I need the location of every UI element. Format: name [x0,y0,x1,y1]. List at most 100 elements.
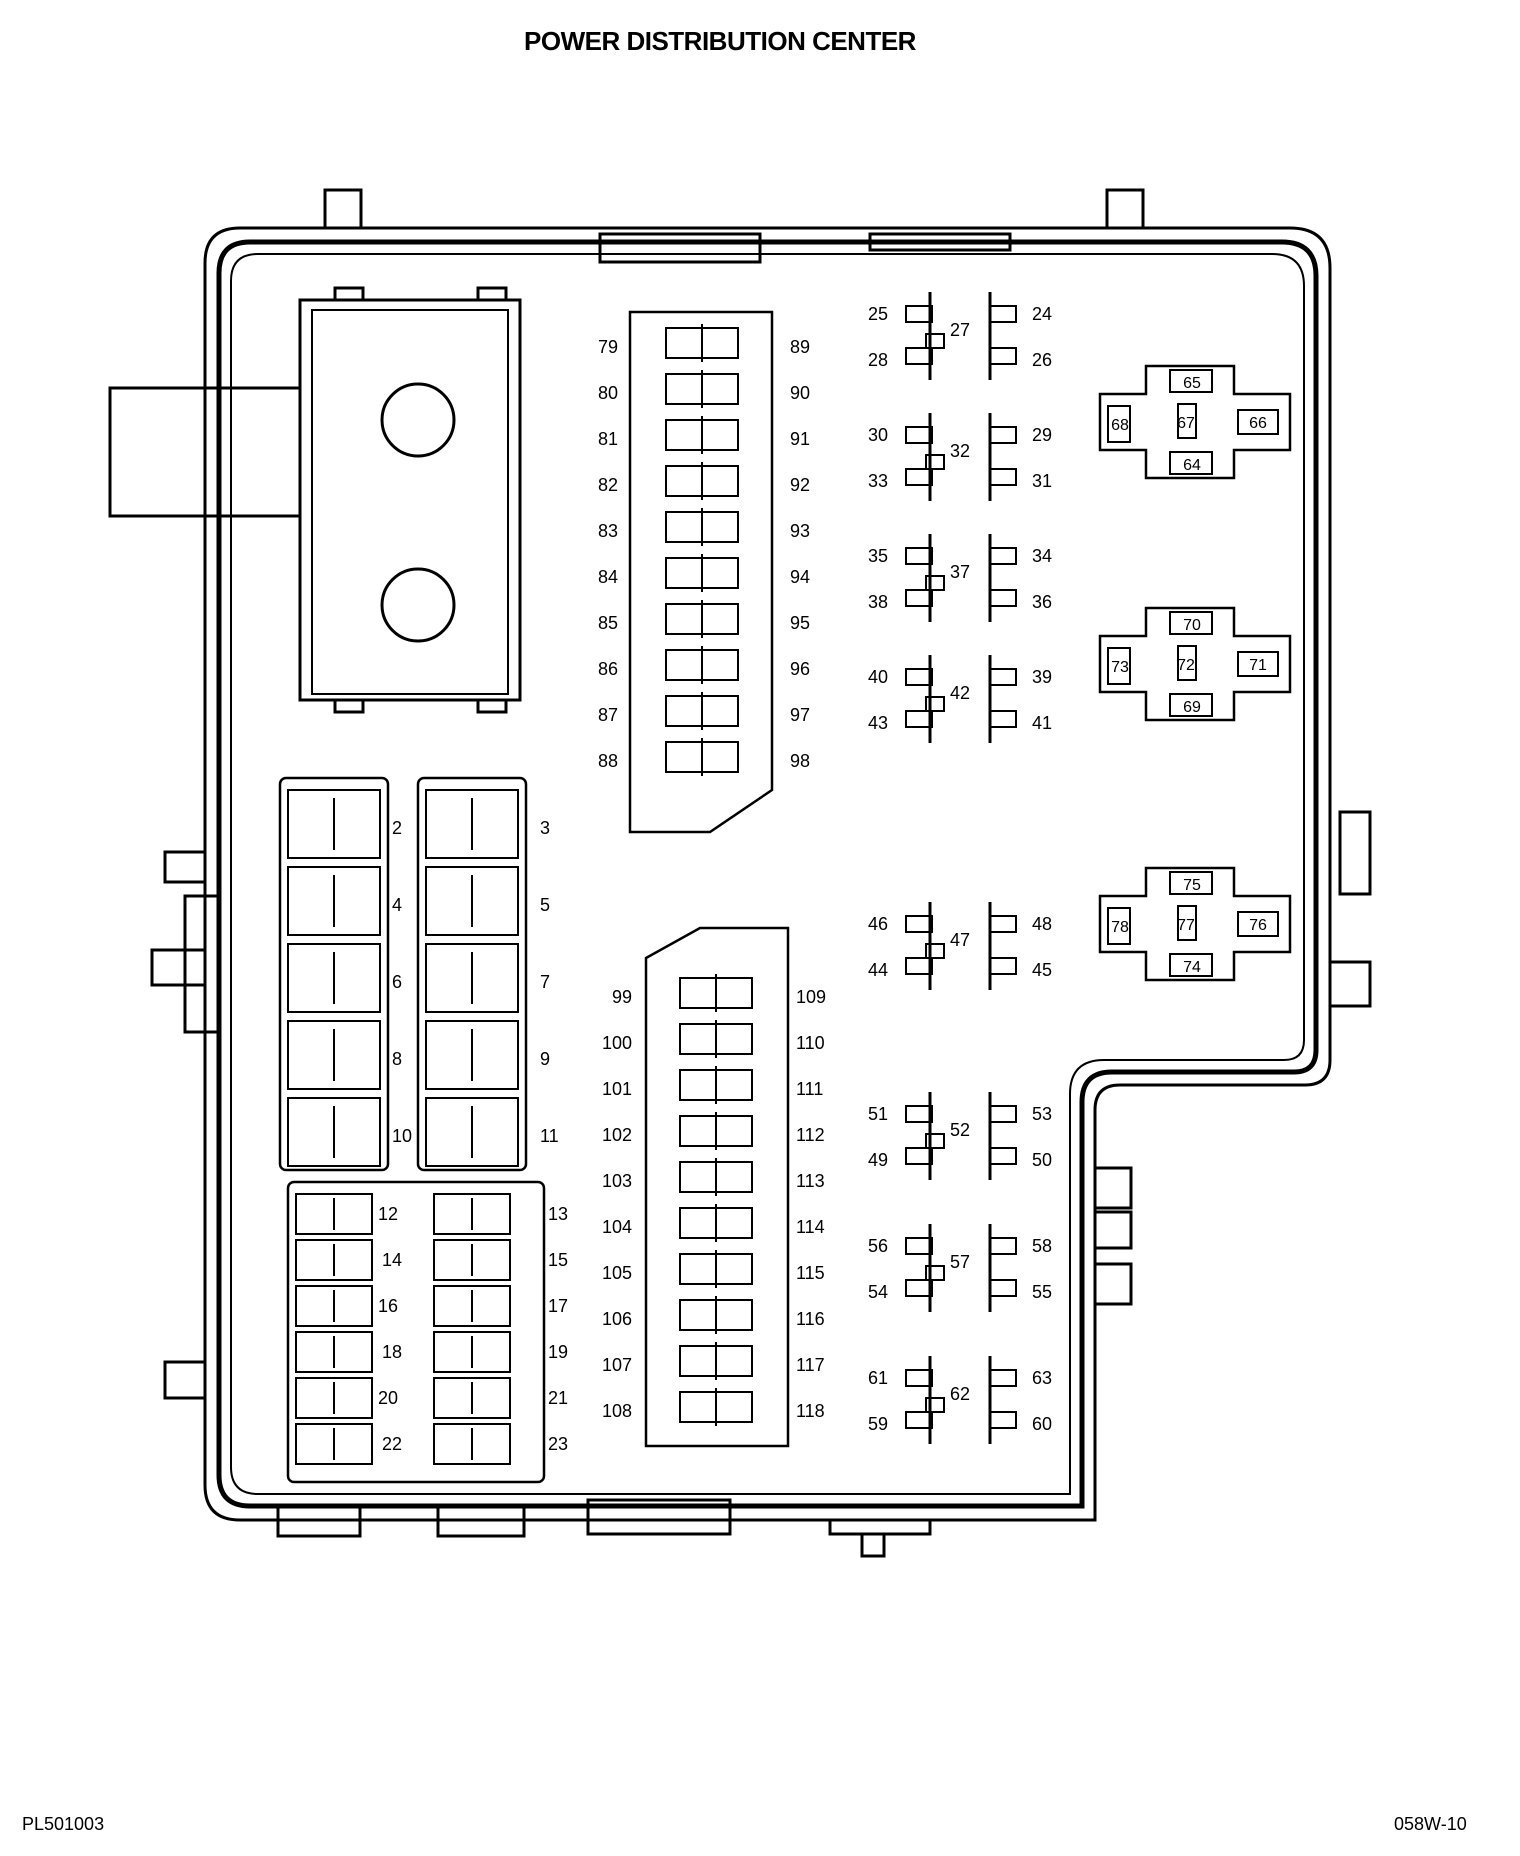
cavity-label: 101 [602,1079,632,1099]
cavity-label: 94 [790,567,810,587]
relay-terminal [1107,405,1131,443]
cavity-label: 59 [868,1414,888,1434]
cavity-label: 84 [598,567,618,587]
cavity-label: 71 [1249,657,1267,674]
cavity-label: 86 [598,659,618,679]
relay-terminal [989,710,1017,728]
cavity-label: 39 [1032,667,1052,687]
relay-terminal [989,668,1017,686]
cavity-label: 107 [602,1355,632,1375]
relay-terminal [1237,911,1279,937]
cavity-label: 21 [548,1388,568,1408]
cavity-label: 17 [548,1296,568,1316]
cavity-label: 54 [868,1282,888,1302]
cavity-label: 108 [602,1401,632,1421]
cavity-label: 78 [1111,919,1129,936]
cavity-label: 18 [382,1342,402,1362]
cavity-label: 30 [868,425,888,445]
relay-terminal [905,1147,933,1165]
cavity-label: 2 [392,818,402,838]
relay-terminal [905,426,933,444]
cavity-label: 66 [1249,415,1267,432]
cavity-label: 25 [868,304,888,324]
cavity-label: 109 [796,987,826,1007]
cavity-label: 67 [1177,415,1195,432]
small-fuse-cavity [433,1377,511,1419]
cavity-label: 26 [1032,350,1052,370]
cavity-label: 89 [790,337,810,357]
relay-terminal [989,426,1017,444]
relay-terminal [905,710,933,728]
cavity-label: 55 [1032,1282,1052,1302]
cavity-label: 5 [540,895,550,915]
relay-terminal [989,957,1017,975]
cavity-label: 106 [602,1309,632,1329]
cavity-label: 29 [1032,425,1052,445]
relay-terminal [1237,651,1279,677]
relay-terminal [989,347,1017,365]
cavity-label: 74 [1183,959,1201,976]
cavity-label: 48 [1032,914,1052,934]
relay-terminal [905,589,933,607]
cavity-label: 83 [598,521,618,541]
relay-terminal [989,1369,1017,1387]
relay-terminal [925,696,945,712]
relay-terminal [1169,611,1213,635]
maxi-fuse-cavity [425,866,519,936]
relay-terminal [905,915,933,933]
cavity-label: 36 [1032,592,1052,612]
housing-outline [150,188,1372,1558]
relay-terminal [925,454,945,470]
maxi-fuse-cavity [425,943,519,1013]
cavity-label: 16 [378,1296,398,1316]
cavity-label: 20 [378,1388,398,1408]
relay-terminal [905,547,933,565]
relay-terminal [1177,905,1197,941]
small-fuse-cavity [295,1193,373,1235]
cavity-label: 75 [1183,877,1201,894]
cavity-label: 8 [392,1049,402,1069]
maxi-fuse-cavity [287,1097,381,1167]
cavity-label: 114 [796,1217,825,1237]
cavity-label: 92 [790,475,810,495]
small-fuse-cavity [433,1423,511,1465]
cavity-label: 10 [392,1126,412,1146]
cavity-label: 118 [796,1401,825,1421]
cavity-label: 68 [1111,417,1129,434]
cavity-label: 91 [790,429,810,449]
cavity-label: 97 [790,705,810,725]
iso-relay-outline [1098,364,1292,480]
small-fuse-cavity [433,1193,511,1235]
maxi-fuse-blocks [278,776,546,1484]
relay-terminal [905,468,933,486]
cavity-label: 22 [382,1434,402,1454]
cavity-label: 81 [598,429,618,449]
cavity-label: 93 [790,521,810,541]
cavity-label: 28 [868,350,888,370]
relay-terminal [905,1369,933,1387]
cavity-label: 53 [1032,1104,1052,1124]
cavity-label: 85 [598,613,618,633]
cavity-label: 82 [598,475,618,495]
cavity-label: 44 [868,960,888,980]
cavity-label: 11 [540,1126,559,1146]
relay-terminal [989,305,1017,323]
cavity-label: 63 [1032,1368,1052,1388]
maxi-fuse-cavity [425,789,519,859]
small-fuse-cavity [433,1239,511,1281]
small-fuse-cavity [295,1331,373,1373]
cavity-label: 50 [1032,1150,1052,1170]
cavity-label: 37 [950,562,970,582]
relay-terminal [989,589,1017,607]
cable-connector [108,286,522,714]
relay-terminal [989,915,1017,933]
cavity-label: 95 [790,613,810,633]
relay-terminal [925,1265,945,1281]
relay-terminal [989,1411,1017,1429]
relay-terminal [1107,647,1131,685]
relay-terminal [989,1147,1017,1165]
cavity-label: 31 [1032,471,1052,491]
mini-fuse-block-lower [644,926,790,1448]
cavity-label: 12 [378,1204,398,1224]
